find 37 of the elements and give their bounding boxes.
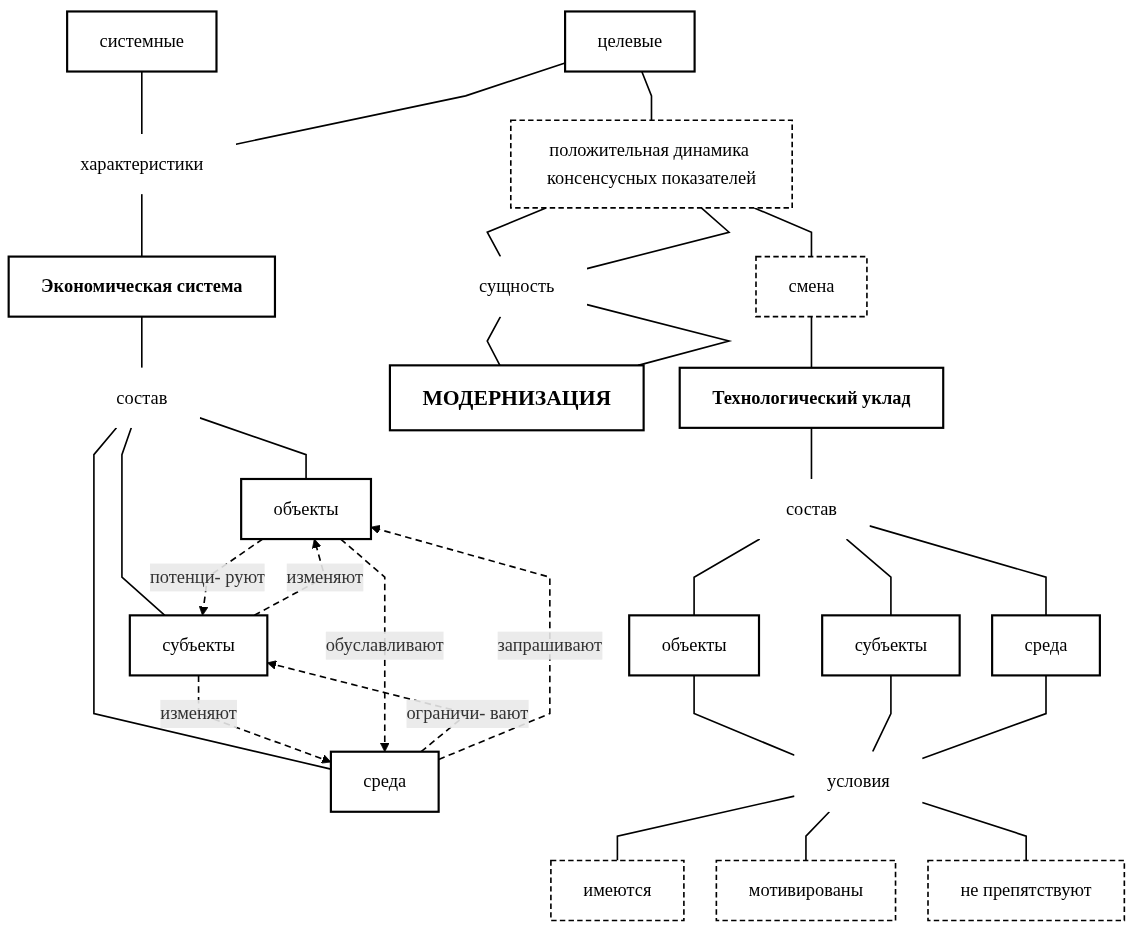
node-text: состав — [785, 498, 838, 520]
connector — [616, 795, 796, 862]
node-box: мотивированы — [715, 859, 897, 922]
node-text: условия — [826, 771, 890, 792]
edge-label: ограничи- вают — [406, 703, 529, 724]
node-box: Экономическая система — [7, 255, 277, 318]
node-text: характеристики — [80, 153, 204, 175]
node-box: смена — [755, 255, 868, 318]
connector — [810, 427, 813, 480]
node-box: среда — [991, 614, 1101, 677]
connector — [486, 207, 547, 258]
connector — [586, 303, 733, 367]
connector — [586, 207, 731, 270]
arrow — [370, 524, 551, 761]
node-box: МОДЕРНИЗАЦИЯ — [388, 364, 645, 432]
node-box: не препятствуют — [927, 859, 1126, 922]
node-box: целевые — [564, 10, 696, 73]
node-box: субъекты — [128, 614, 269, 677]
edge-label: обуславливают — [325, 634, 444, 656]
node-box: положительная динамика консенсусных показателей — [510, 119, 793, 209]
connector — [235, 62, 566, 146]
node-box: объекты — [240, 477, 373, 541]
node-text: состав — [116, 387, 168, 408]
edge-label: потенци- руют — [149, 566, 265, 588]
edge-label: изменяют — [160, 703, 237, 724]
node-text: сущность — [479, 276, 555, 297]
edge-label: изменяют — [286, 566, 364, 588]
node-box: объекты — [628, 614, 761, 677]
connector — [805, 810, 831, 862]
node-box: субъекты — [821, 614, 961, 677]
edge-label: запрашивают — [497, 634, 603, 656]
node-box: системные — [66, 10, 218, 73]
node-box: Технологический уклад — [678, 366, 945, 429]
connector — [921, 801, 1027, 862]
node-box: среда — [329, 750, 440, 813]
node-box: имеются — [550, 859, 685, 922]
connector — [753, 207, 813, 258]
